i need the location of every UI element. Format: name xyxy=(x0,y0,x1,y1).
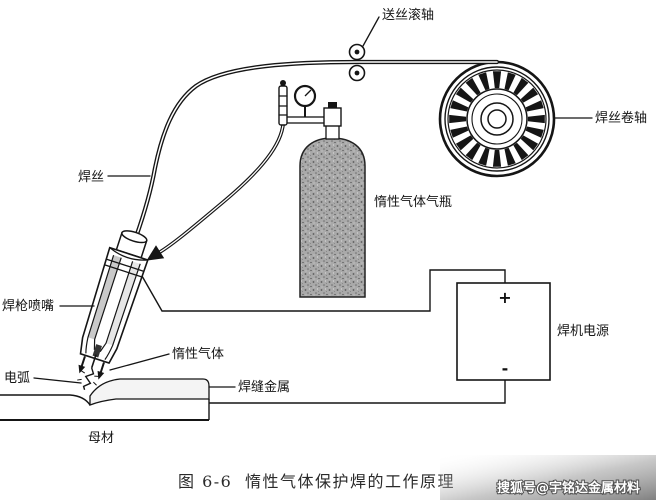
label-arc: 电弧 xyxy=(4,371,30,386)
cylinder-valve xyxy=(323,107,342,127)
gas-flow-arrow-icon xyxy=(78,364,86,374)
negative-cable xyxy=(209,380,506,404)
spool-slot xyxy=(492,71,502,89)
spool-slot xyxy=(465,77,481,96)
caption-figure-number: 图 6-6 xyxy=(178,472,232,491)
wire-feed-rollers xyxy=(348,43,366,82)
spool-inner-ring xyxy=(471,93,523,145)
base-metal-top xyxy=(0,394,91,406)
spool-slot xyxy=(492,149,502,167)
weld-bead xyxy=(89,378,210,406)
label-wire-feed-rollers: 送丝滚轴 xyxy=(382,7,434,23)
spool-center xyxy=(487,109,507,129)
wire-spool xyxy=(438,60,556,178)
leader-arc xyxy=(33,377,82,384)
welding-wire-conduit xyxy=(133,59,500,240)
spool-slot-ring-outer xyxy=(447,69,547,169)
spool-slot xyxy=(525,100,544,112)
torch-collar xyxy=(109,247,148,261)
spool-slot xyxy=(478,72,490,91)
wire-conduit-inner xyxy=(135,61,498,238)
spool-slot xyxy=(455,87,474,103)
spool-slot xyxy=(525,126,544,138)
caption-title: 惰性气体保护焊的工作原理 xyxy=(245,472,455,491)
spool-slot xyxy=(520,87,539,103)
gas-regulator xyxy=(278,80,342,127)
spool-slot xyxy=(504,147,516,166)
spool-rim-inner xyxy=(444,66,550,172)
torch-cap-top xyxy=(121,230,148,244)
torch-shading-left xyxy=(87,255,122,340)
cylinder-body xyxy=(299,137,366,298)
welding-torch xyxy=(77,230,149,390)
gas-flow-arrow-shaft xyxy=(80,355,86,368)
spool-slot xyxy=(520,135,539,151)
cylinder-neck xyxy=(325,124,340,140)
gas-hose xyxy=(146,123,285,261)
positive-terminal: + xyxy=(498,288,511,307)
gas-flow-arrow-icon xyxy=(97,370,105,380)
spool-slot xyxy=(450,100,469,112)
workpiece xyxy=(0,378,210,421)
spool-slot xyxy=(513,77,529,96)
negative-terminal: - xyxy=(502,359,509,378)
spool-slot xyxy=(527,114,545,124)
positive-cable xyxy=(141,269,506,312)
regulator-pipe xyxy=(285,116,327,124)
wire-tip xyxy=(90,354,97,369)
watermark-text: 搜狐号@宇铭达金属材料 xyxy=(497,480,640,496)
spool-slot xyxy=(513,142,529,161)
contact-tube xyxy=(93,257,134,353)
spool-slot xyxy=(504,72,516,91)
label-wire-spool: 焊丝卷轴 xyxy=(595,110,647,126)
gauge-needle xyxy=(304,89,312,97)
arc-spark-icon xyxy=(82,367,95,390)
flowmeter-knob xyxy=(280,80,286,86)
gas-hose-inner xyxy=(159,124,284,253)
spool-slot xyxy=(465,142,481,161)
spool-slot xyxy=(478,147,490,166)
label-base-metal: 母材 xyxy=(88,431,114,446)
label-torch-nozzle: 焊枪喷嘴 xyxy=(2,298,54,314)
power-supply-box xyxy=(456,282,551,381)
label-inert-gas: 惰性气体 xyxy=(172,346,224,362)
gas-hose-outline xyxy=(158,123,285,254)
contact-tip xyxy=(92,344,102,358)
power-supply: + - xyxy=(456,282,551,381)
label-welding-wire: 焊丝 xyxy=(78,169,104,185)
spool-slot xyxy=(449,114,467,124)
gas-inlet-arrow-icon xyxy=(146,245,165,261)
lower-roller-axle xyxy=(354,70,360,76)
upper-roller-axle xyxy=(354,49,360,55)
torch-shading-right xyxy=(106,261,141,346)
torch-groove xyxy=(104,264,142,278)
label-gas-cylinder: 惰性气体气瓶 xyxy=(374,194,452,210)
label-power-supply: 焊机电源 xyxy=(557,323,609,339)
torch-groove xyxy=(106,258,144,272)
spool-slots xyxy=(449,71,545,167)
nozzle-inner-wall xyxy=(85,255,141,360)
leader-wire-feed-rollers xyxy=(362,16,380,47)
arc-rays xyxy=(77,370,99,386)
gas-cylinder xyxy=(299,124,366,298)
spool-slot xyxy=(455,135,474,151)
leader-inert-gas xyxy=(109,353,170,371)
watermark-backdrop xyxy=(440,455,656,500)
valve-knob xyxy=(328,102,337,108)
gas-flow-arrow-shaft xyxy=(99,362,105,374)
spool-slot xyxy=(450,126,469,138)
label-weld-metal: 焊缝金属 xyxy=(238,379,290,395)
